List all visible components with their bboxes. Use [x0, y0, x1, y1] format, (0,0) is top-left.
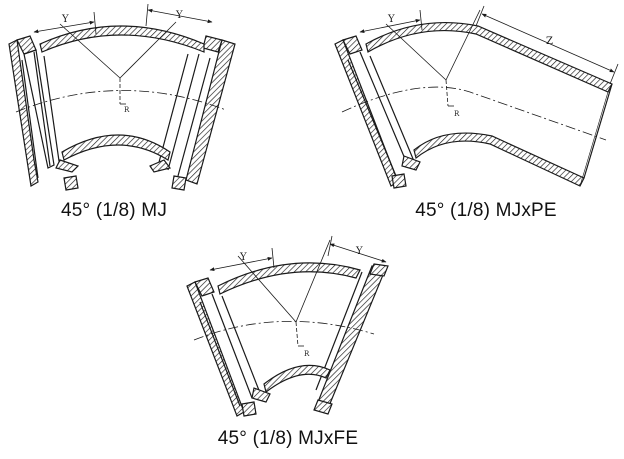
mjxfe-right-y-label: Y [355, 246, 363, 257]
left-mj-flange [334, 39, 399, 187]
caption-mjxpe: 45° (1/8) MJxPE [415, 200, 557, 221]
outer-wall [217, 262, 361, 295]
mjxpe-radius-label: R [454, 110, 460, 118]
right-flat-flange [317, 265, 386, 407]
inner-wall [61, 134, 171, 161]
mj-right-y-label: Y [175, 10, 183, 21]
fitting-mj [8, 3, 236, 191]
left-mj-flange [8, 39, 39, 187]
outer-wall [365, 21, 613, 93]
mj-radius-label: R [124, 106, 130, 114]
mjxfe-left-y-label: Y [239, 252, 247, 263]
inner-wall [263, 364, 331, 394]
right-mj-flange [185, 39, 236, 185]
mjxpe-y-label: Y [387, 14, 395, 25]
outer-wall [39, 25, 205, 53]
fitting-mjxpe [334, 5, 619, 189]
inner-wall [413, 132, 585, 187]
mjxfe-radius-label: R [304, 350, 310, 358]
fitting-mjxfe [186, 235, 389, 417]
caption-mjxfe: 45° (1/8) MJxFE [217, 428, 359, 449]
caption-mj: 45° (1/8) MJ [60, 200, 168, 221]
mjxpe-z-label: Z [546, 36, 553, 47]
mj-left-y-label: Y [61, 14, 69, 25]
